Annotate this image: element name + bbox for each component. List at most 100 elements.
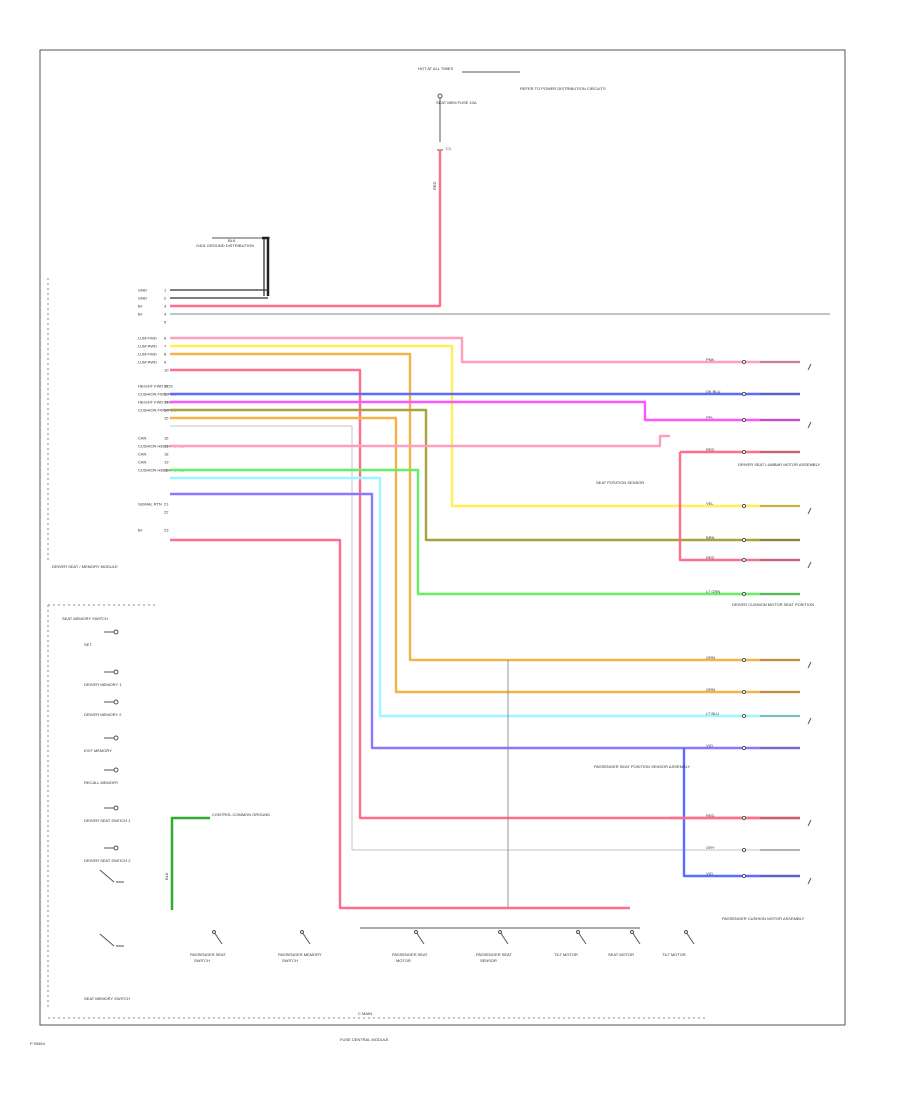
pin-number: 21 [164,502,169,507]
pin-label: CUSHION HEIGHT CTRL [138,444,185,449]
component-label: MOTOR [396,958,411,963]
connector-pin [741,689,747,695]
switch-label: SET [84,642,92,647]
connector-wire-label: VIO [706,743,713,748]
wire-bottom-red [170,538,630,910]
connector-wire-label: VIO [706,871,713,876]
connector-mark [807,717,812,725]
pin-number: 17 [164,444,169,449]
pin-number: 22 [164,510,169,515]
pin-number: 5 [164,320,167,325]
pin-label: HEIGHT FWD POS [138,384,173,389]
connector-pin [741,745,747,751]
component-label: TILT MOTOR [554,952,578,957]
label-driver-lumbar: DRIVER SEAT LUMBAR MOTOR ASSEMBLY [738,462,821,467]
connector-pin [741,449,747,455]
component-contact-icon [630,930,634,934]
component-label: SWITCH [194,958,210,963]
switch-contact-icon [113,699,119,705]
component-contact-icon [414,930,418,934]
ground-block-label: G401 GROUND DISTRIBUTION [196,243,254,248]
connector-pin [741,503,747,509]
pin-number: 9 [164,360,167,365]
footer: C MAIN FUSE CENTRAL MODULE P 93464 [30,1011,705,1046]
connector-wire-label: LT GRN [706,589,720,594]
component-switch-icon [499,931,509,945]
connector-wire-label: DK BLU [706,389,721,394]
pin-number: 4 [164,312,167,317]
wire-lum-red [170,368,800,820]
component-label: PASSENGER MEMORY [278,952,322,957]
switch-label: DRIVER SEAT SWITCH 2 [84,858,131,863]
connector-mark [807,661,812,669]
component-switch-icon [301,931,311,945]
pin-number: 1 [164,288,167,293]
component-contact-icon [498,930,502,934]
pin-number: 8 [164,352,167,357]
wire-can-violet [170,492,800,750]
label-seat-position: SEAT POSITION SENSOR [596,480,644,485]
pin-label: CUSHION FWD POS [138,408,177,413]
pin-number: 12 [164,392,169,397]
ground-block: G401 GROUND DISTRIBUTION BLK [196,236,270,296]
pin-number: 11 [164,384,169,389]
wire-lum-pink [170,336,800,364]
connector-wire-label: RED [706,813,715,818]
pin-label: CUSHION HEIGHT CTRL [138,468,185,473]
diagram-frame [39,49,846,1026]
connector-wire-label: ORN [706,687,715,692]
component-label: SENSOR [480,958,497,963]
switch-icon [99,869,124,883]
connector-wire-label: BRN [706,535,715,540]
connector-pin [741,873,747,879]
pin-label: HEIGHT FWD POS [138,400,173,405]
component-label: TILT MOTOR [662,952,686,957]
component-contact-icon [300,930,304,934]
connector-mark [807,507,812,515]
connector-pin [741,391,747,397]
connector-mark [807,421,812,429]
pin-number: 7 [164,344,167,349]
connector-pin [741,537,747,543]
pin-label: B+ [138,528,144,533]
pin-label: LUM FWD [138,336,157,341]
switch-label: RECALL MEMORY [84,780,119,785]
switch-contact-icon [113,845,119,851]
connector-pin [741,815,747,821]
switch-icon [99,933,124,947]
label-passenger-group: PASSENGER SEAT POSITION SENSOR ASSEMBLY [594,764,691,769]
pin-label: CAN [138,436,147,441]
switch-contact-icon [113,669,119,675]
component-label: SWITCH [282,958,298,963]
wire-pos-gray [170,425,800,851]
component-switch-icon [631,931,641,945]
switch-label: DRIVER MEMORY 2 [84,712,122,717]
pin-number: 10 [164,368,169,373]
switch-contact-icon [113,767,119,773]
component-switch-icon [577,931,587,945]
component-label: SEAT MOTOR [608,952,634,957]
fuse-icon [437,93,443,99]
component-label: PASSENGER SEAT [476,952,512,957]
connector-wire-label: RED [706,447,715,452]
wire-right-blue-drop [682,748,800,878]
left-module-title: DRIVER SEAT / MEMORY MODULE [52,564,118,569]
component-label: PASSENGER SEAT [190,952,226,957]
connector-pin [741,847,747,853]
right-labels: DRIVER SEAT LUMBAR MOTOR ASSEMBLY SEAT P… [594,462,821,921]
pin-number: 19 [164,460,169,465]
pin-label: GND [138,296,147,301]
connector-wire-label: GRY [706,845,715,850]
pin-label: B+ [138,304,144,309]
pin-label: B+ [138,312,144,317]
fuse-label: SEAT MEM FUSE 10A [436,100,477,105]
component-contact-icon [684,930,688,934]
connector-pin [741,359,747,365]
pin-number: 20 [164,468,169,473]
component-switch-icon [685,931,695,945]
component-label: PASSENGER SEAT [392,952,428,957]
